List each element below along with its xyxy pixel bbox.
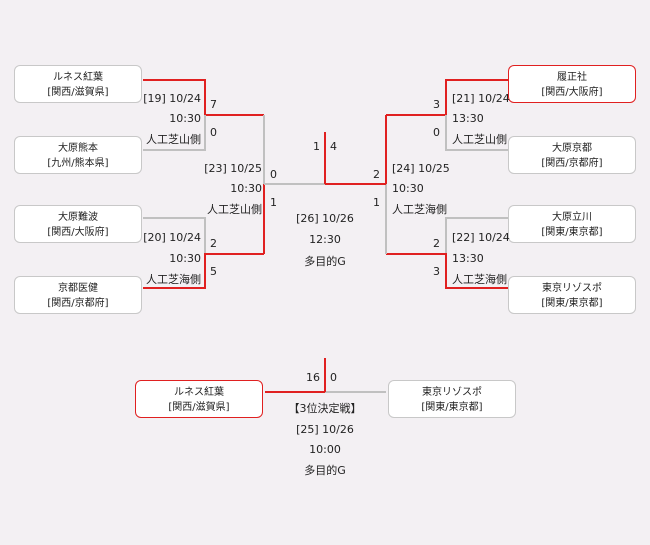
line-m21-bottom [445,115,508,151]
team-region: [関西/大阪府] [47,227,109,238]
m21-time: 13:30 [452,112,484,125]
team-box-t10: 東京リゾスポ [関東/東京都] [388,380,516,418]
team-region: [関西/滋賀県] [168,402,230,413]
line-m22-bottom [386,253,508,289]
team-region: [関西/滋賀県] [47,87,109,98]
team-name: 東京リゾスポ [422,387,482,398]
team-name: 大原難波 [58,212,98,223]
m24-venue: 人工芝海側 [392,203,447,216]
team-region: [関東/東京都] [421,402,483,413]
m22-score-bottom: 3 [433,265,440,278]
team-box-t5: 履正社 [関西/大阪府] [508,65,636,103]
team-name: 履正社 [557,72,587,83]
m21-score-bottom: 0 [433,126,440,139]
team-region: [関東/東京都] [541,227,603,238]
m22-score-top: 2 [433,237,440,250]
team-name: ルネス紅葉 [174,387,224,398]
team-box-t6: 大原京都 [関西/京都府] [508,136,636,174]
m22-info: [22] 10/24 [452,231,510,244]
m26-score-left: 1 [313,140,320,153]
m24-info: [24] 10/25 [392,162,450,175]
m20-venue: 人工芝海側 [146,273,201,286]
team-box-t3: 大原難波 [関西/大阪府] [14,205,142,243]
team-region: [関東/東京都] [541,298,603,309]
team-name: 東京リゾスポ [542,283,602,294]
m20-time: 10:30 [169,252,201,265]
m23-venue: 人工芝山側 [207,203,262,216]
team-region: [九州/熊本県] [47,158,109,169]
team-name: 大原京都 [552,143,592,154]
team-box-t8: 東京リゾスポ [関東/東京都] [508,276,636,314]
m25-info: [25] 10/26 [296,423,354,436]
line-m20-bottom [143,253,264,289]
team-box-t9: ルネス紅葉 [関西/滋賀県] [135,380,263,418]
m23-info: [23] 10/25 [204,162,262,175]
m26-venue: 多目的G [304,255,346,268]
team-name: 京都医健 [58,283,98,294]
team-box-t7: 大原立川 [関東/東京都] [508,205,636,243]
m19-info: [19] 10/24 [143,92,201,105]
line-m19-bottom [143,115,206,151]
m20-score-bottom: 5 [210,265,217,278]
line-m20-top [143,217,206,254]
team-name: 大原立川 [552,212,592,223]
line-m21-top [386,79,508,116]
m25-score-left: 16 [306,371,320,384]
team-box-t2: 大原熊本 [九州/熊本県] [14,136,142,174]
m22-venue: 人工芝海側 [452,273,507,286]
m25-title: 【3位決定戦】 [288,402,362,415]
m23-score-bottom: 1 [270,196,277,209]
m21-info: [21] 10/24 [452,92,510,105]
team-name: 大原熊本 [58,143,98,154]
m19-venue: 人工芝山側 [146,133,201,146]
team-name: ルネス紅葉 [53,72,103,83]
m24-time: 10:30 [392,182,424,195]
team-box-t1: ルネス紅葉 [関西/滋賀県] [14,65,142,103]
m19-score-top: 7 [210,98,217,111]
line-m22-top [445,217,508,254]
team-box-t4: 京都医健 [関西/京都府] [14,276,142,314]
m24-score-top: 2 [373,168,380,181]
m25-score-right: 0 [330,371,337,384]
m25-time: 10:00 [309,443,341,456]
m21-score-top: 3 [433,98,440,111]
m20-info: [20] 10/24 [143,231,201,244]
m26-time: 12:30 [309,233,341,246]
line-m19-top [143,79,264,116]
m19-score-bottom: 0 [210,126,217,139]
m26-info: [26] 10/26 [296,212,354,225]
m23-score-top: 0 [270,168,277,181]
m22-time: 13:30 [452,252,484,265]
m24-score-bottom: 1 [373,196,380,209]
m23-time: 10:30 [230,182,262,195]
team-region: [関西/京都府] [47,298,109,309]
team-region: [関西/大阪府] [541,87,603,98]
m26-score-right: 4 [330,140,337,153]
m21-venue: 人工芝山側 [452,133,507,146]
m20-score-top: 2 [210,237,217,250]
m19-time: 10:30 [169,112,201,125]
m25-venue: 多目的G [304,464,346,477]
team-region: [関西/京都府] [541,158,603,169]
